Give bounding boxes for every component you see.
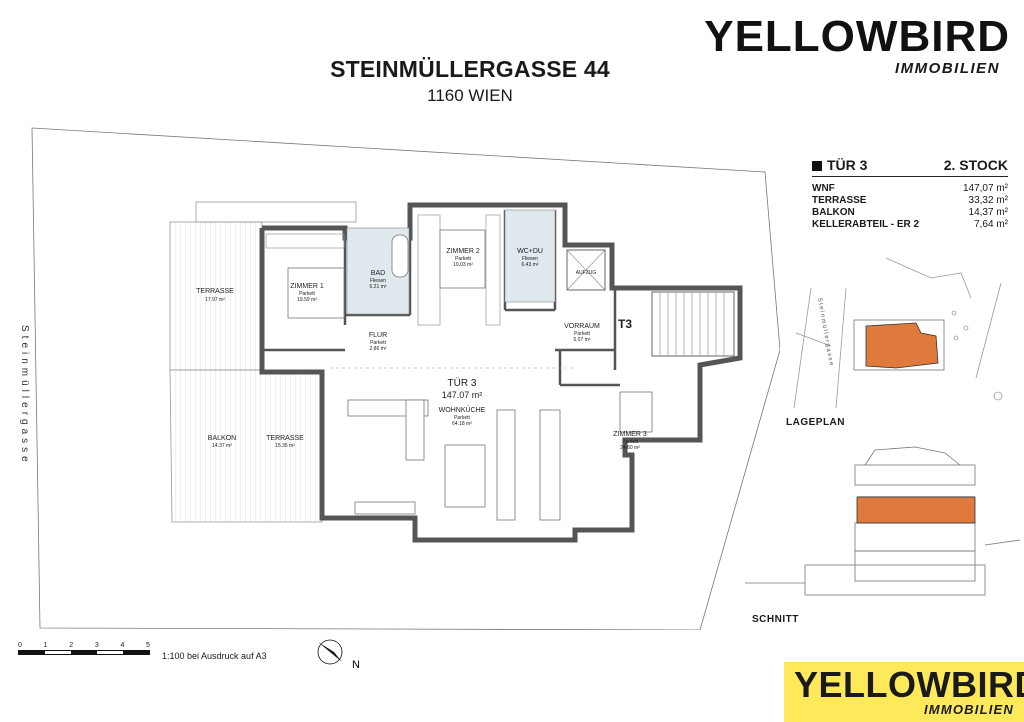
terrace-upper xyxy=(169,221,263,371)
room-floor: Parkett xyxy=(454,415,470,421)
unit-door-label: TÜR 3 xyxy=(812,157,867,173)
section-label: SCHNITT xyxy=(752,614,799,625)
room-area: 64.18 m² xyxy=(452,421,472,427)
room-area: 2.86 m² xyxy=(370,346,387,352)
street-label: Steinmüllergasse xyxy=(19,325,30,466)
unit-floor-label: 2. STOCK xyxy=(943,157,1008,173)
room-floor: Fliesen xyxy=(370,278,386,284)
room-name: ZIMMER 1 xyxy=(290,283,324,290)
room-area: 15.35 m² xyxy=(275,443,295,449)
logo-subtitle: IMMOBILIEN xyxy=(895,60,1000,77)
stair-label: T3 xyxy=(618,317,632,331)
logo-bottom-wordmark: YELLOWBIRD xyxy=(794,664,1024,705)
room-name: BAD xyxy=(371,270,385,277)
room-floor: Fliesen xyxy=(522,256,538,262)
unit-area: 147.07 m² xyxy=(442,390,483,400)
svg-text:N: N xyxy=(352,659,360,671)
room-floor: Parkett xyxy=(455,256,471,262)
bed-zimmer2 xyxy=(439,229,486,289)
unit-label: TÜR 3 xyxy=(448,377,477,389)
bathtub xyxy=(391,234,409,278)
site-boundary xyxy=(31,127,780,630)
bed-zimmer1 xyxy=(287,267,345,319)
room-name: TERRASSE xyxy=(266,435,304,442)
room-name: WC+DU xyxy=(517,248,543,255)
kitchen-island xyxy=(496,409,516,521)
room-floor: Parkett xyxy=(299,291,315,297)
room-name: ZIMMER 3 xyxy=(613,431,647,438)
room-area: 6.43 m² xyxy=(522,262,539,268)
room-area: 19.59 m² xyxy=(297,297,317,303)
logo-wordmark: YELLOWBIRD xyxy=(704,12,1010,61)
scale-note: 1:100 bei Ausdruck auf A3 xyxy=(162,651,267,661)
section-drawing xyxy=(745,446,1020,596)
room-name: TERRASSE xyxy=(196,288,234,295)
site-plan-street: Steinmüllergasse xyxy=(816,297,834,367)
room-area: 5.07 m² xyxy=(574,337,591,343)
site-plan-label: LAGEPLAN xyxy=(786,417,845,428)
room-area: 19.03 m² xyxy=(453,262,473,268)
staircase xyxy=(651,291,735,357)
kitchen-counter xyxy=(539,409,561,521)
room-floor: Parkett xyxy=(622,439,638,445)
section-highlight xyxy=(856,496,976,524)
dining-table xyxy=(444,444,486,508)
room-area: 14.37 m² xyxy=(212,443,232,449)
page-subtitle: 1160 WIEN xyxy=(427,86,513,105)
unit-info-header: TÜR 3 2. STOCK xyxy=(812,157,1008,177)
logo-bottom: YELLOWBIRD IMMOBILIEN xyxy=(784,662,1024,722)
room-name: BALKON xyxy=(208,435,236,442)
room-floor: Parkett xyxy=(574,331,590,337)
logo-top: YELLOWBIRD IMMOBILIEN xyxy=(680,12,1010,82)
room-name: VORRAUM xyxy=(564,323,600,330)
lift-label: AUFZUG xyxy=(576,270,597,276)
room-area: 17.97 m² xyxy=(205,297,225,303)
room-name: ZIMMER 2 xyxy=(446,248,480,255)
logo-bottom-subtitle: IMMOBILIEN xyxy=(924,702,1014,717)
room-name: WOHNKÜCHE xyxy=(439,406,486,414)
room-area: 24.60 m² xyxy=(620,445,640,451)
room-name: FLUR xyxy=(369,332,387,339)
bed-zimmer3 xyxy=(619,391,653,433)
site-plan-highlight xyxy=(865,322,939,369)
terrace-rail xyxy=(195,201,357,223)
room-floor: Parkett xyxy=(370,340,386,346)
site-plan: Steinmüllergasse xyxy=(793,258,1003,408)
building-walls xyxy=(259,202,743,543)
balcony-area xyxy=(169,369,323,523)
room-area: 6.21 m² xyxy=(370,284,387,290)
page-title: STEINMÜLLERGASSE 44 xyxy=(330,56,610,82)
wc-tiles xyxy=(504,209,556,303)
north-arrow-icon: N xyxy=(317,639,360,671)
floor-plan: Steinmüllergasse xyxy=(19,127,780,630)
